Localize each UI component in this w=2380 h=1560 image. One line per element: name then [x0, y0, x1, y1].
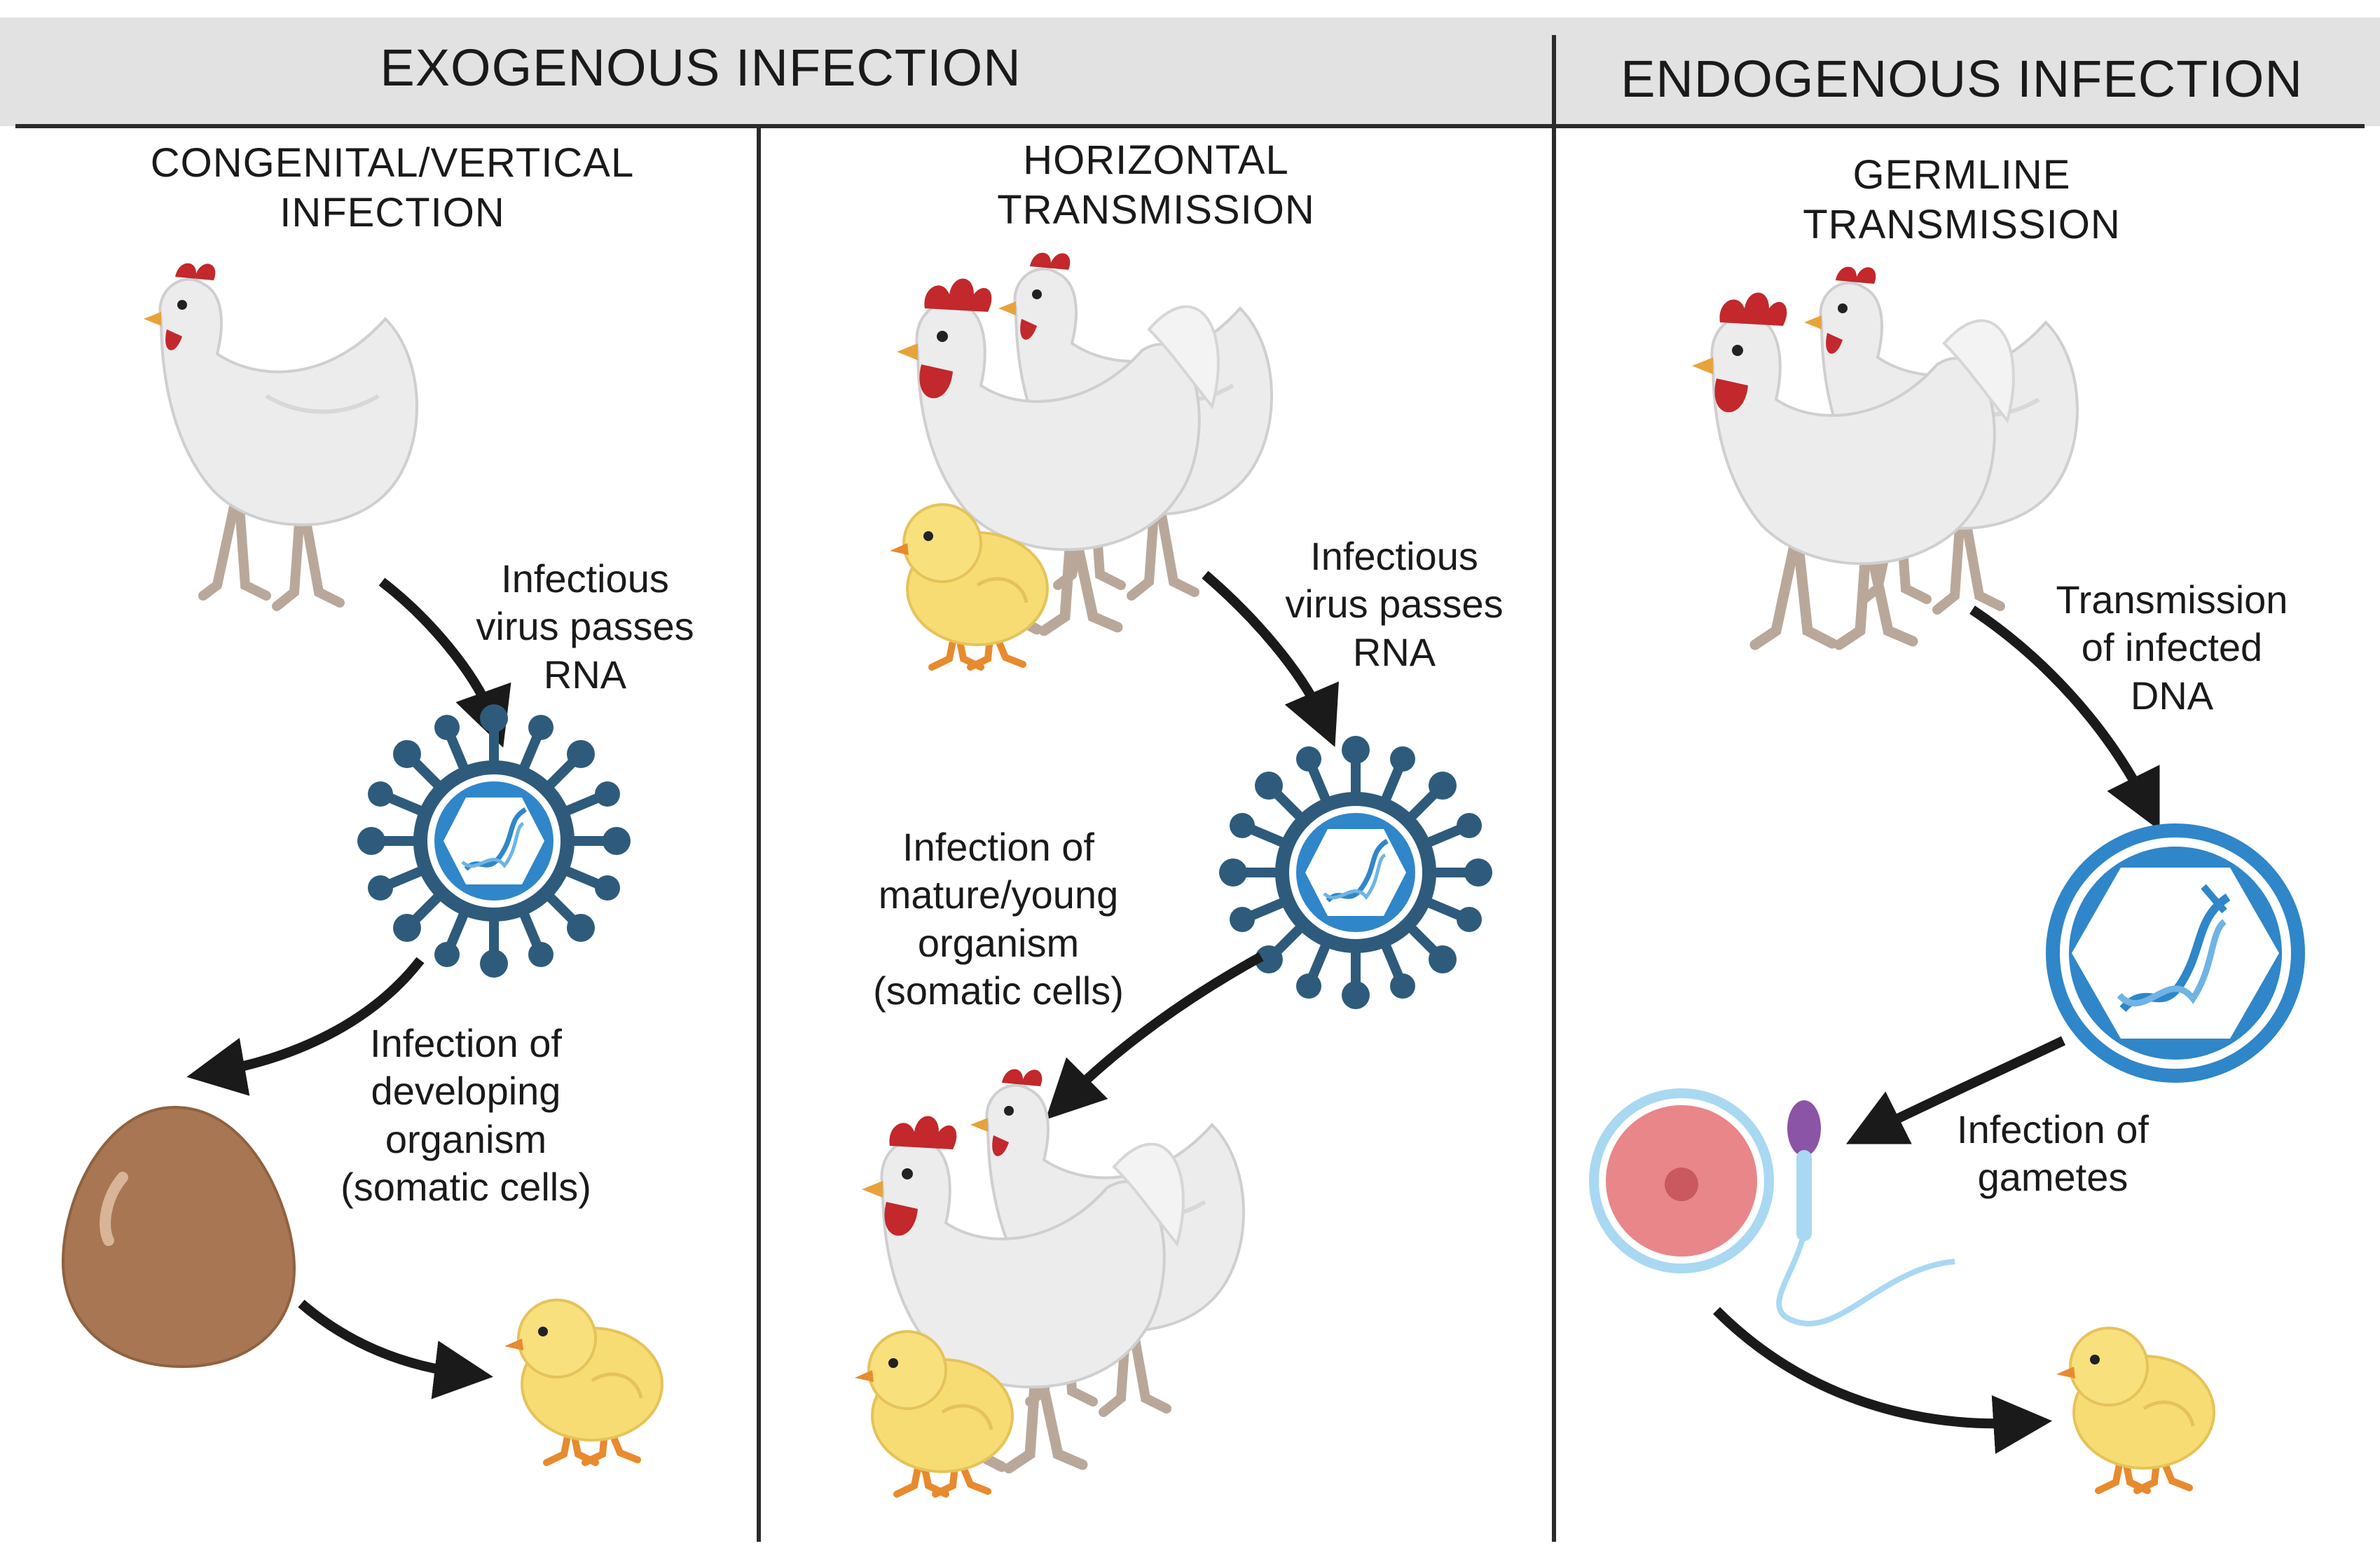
note-congenital-step2: Infection of developing organism (somati… — [301, 1020, 631, 1211]
note-line: organism — [917, 920, 1080, 965]
virus-icon — [357, 704, 631, 978]
header-band — [0, 18, 2380, 126]
note-line: of infected — [2081, 625, 2263, 670]
dna-icon — [2046, 823, 2305, 1083]
title-germline-line1: GERMLINE — [1852, 152, 2071, 198]
note-congenital-step1: Infectious virus passes RNA — [434, 555, 736, 699]
title-horizontal-line1: HORIZONTAL — [1023, 137, 1289, 183]
header-endogenous: ENDOGENOUS INFECTION — [1621, 50, 2303, 108]
arrow-icon — [298, 1299, 493, 1400]
title-germline: GERMLINE TRANSMISSION — [1646, 151, 2277, 250]
chick-icon — [504, 1300, 662, 1463]
virus-icon — [1219, 736, 1492, 1009]
note-line: virus passes — [1285, 582, 1504, 627]
arrow-icon — [186, 957, 425, 1096]
hen-icon — [144, 264, 417, 606]
note-horizontal-step2: Infection of mature/young organism (soma… — [834, 823, 1163, 1015]
note-line: developing — [371, 1069, 561, 1114]
note-germline-step1: Transmission of infected DNA — [2018, 576, 2326, 720]
arrow-icon — [378, 577, 511, 748]
note-line: (somatic cells) — [873, 968, 1124, 1013]
egg-icon — [63, 1107, 294, 1367]
note-horizontal-step1: Infectious virus passes RNA — [1233, 533, 1555, 676]
note-line: Infectious — [1310, 534, 1478, 578]
note-line: Infection of — [370, 1021, 562, 1065]
note-line: RNA — [1352, 629, 1436, 674]
title-horizontal-line2: TRANSMISSION — [997, 186, 1315, 233]
note-line: (somatic cells) — [341, 1164, 591, 1209]
note-line: RNA — [543, 652, 627, 697]
title-congenital: CONGENITAL/VERTICAL INFECTION — [56, 139, 729, 238]
note-line: Infection of — [902, 825, 1094, 869]
note-germline-step2: Infection of gametes — [1892, 1106, 2214, 1202]
arrow-icon — [1969, 605, 2160, 831]
arrow-icon — [1713, 1307, 2053, 1454]
ovum-icon — [1589, 1088, 1774, 1273]
arrow-icon — [1045, 952, 1264, 1120]
title-germline-line2: TRANSMISSION — [1803, 201, 2121, 247]
note-line: virus passes — [476, 604, 694, 649]
header-exogenous: EXOGENOUS INFECTION — [380, 39, 1022, 97]
note-line: Transmission — [2056, 577, 2288, 622]
note-line: Infection of — [1957, 1107, 2149, 1151]
title-horizontal: HORIZONTAL TRANSMISSION — [827, 136, 1485, 235]
note-line: gametes — [1977, 1155, 2128, 1200]
note-line: DNA — [2130, 673, 2214, 718]
note-line: organism — [385, 1116, 547, 1161]
arrow-icon — [1202, 570, 1339, 748]
title-congenital-line1: CONGENITAL/VERTICAL — [150, 140, 635, 186]
note-line: Infectious — [501, 556, 669, 601]
chick-icon — [2056, 1328, 2214, 1491]
sperm-icon — [1776, 1100, 1955, 1327]
arrow-icon — [1845, 1036, 2065, 1144]
note-line: mature/young — [878, 873, 1119, 917]
title-congenital-line2: INFECTION — [280, 189, 505, 235]
